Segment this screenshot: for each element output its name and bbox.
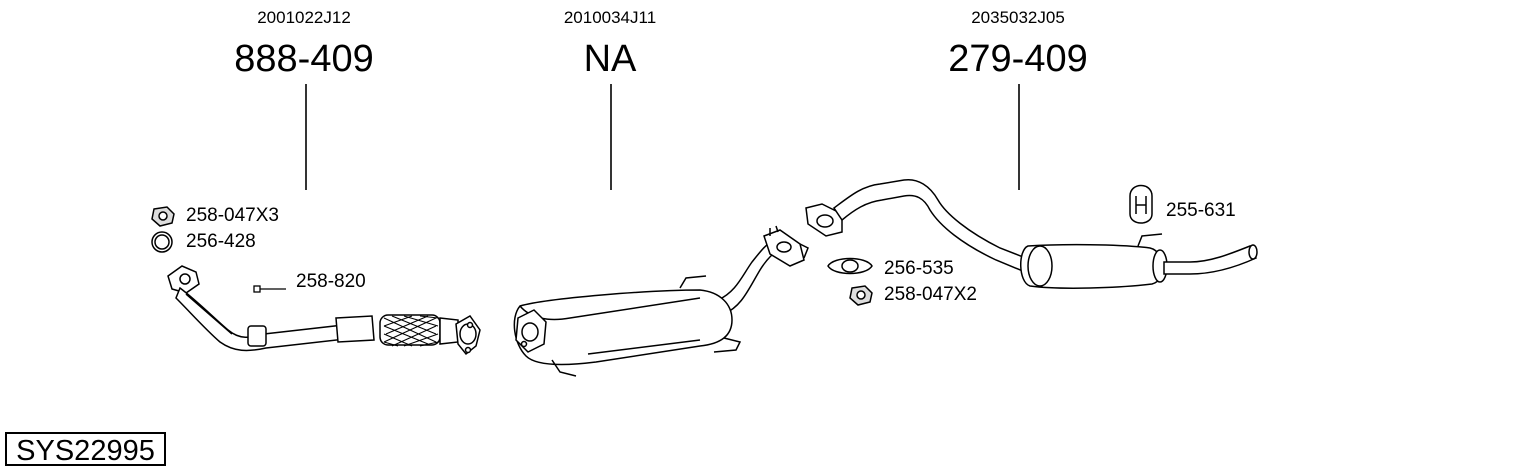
rear-silencer: [805, 178, 1258, 289]
label-bolt: 258-820: [296, 271, 366, 292]
part-number-rear: 279-409: [948, 38, 1088, 80]
nut-258-047x3-drawing: [151, 206, 175, 227]
ring-256-428-drawing: [151, 231, 173, 253]
gasket-256-535-drawing: [827, 257, 873, 275]
nut-258-047x2-drawing: [849, 285, 873, 306]
label-nut-right: 258-047X2: [884, 284, 977, 305]
part-number-front: 888-409: [234, 38, 374, 80]
label-hanger: 255-631: [1166, 200, 1236, 221]
oem-number-rear: 2035032J05: [971, 8, 1065, 27]
label-gasket: 256-535: [884, 258, 954, 279]
oem-number-front: 2001022J12: [257, 8, 351, 27]
hanger-255-631-drawing: [1129, 184, 1153, 224]
system-id-box: SYS22995: [5, 432, 166, 467]
middle-silencer: [513, 225, 809, 377]
bolt-258-820: [253, 285, 286, 293]
label-ring: 256-428: [186, 231, 256, 252]
front-pipe: [167, 265, 481, 356]
part-number-middle: NA: [583, 38, 637, 80]
label-nut-left: 258-047X3: [186, 205, 279, 226]
oem-number-middle: 2010034J11: [563, 8, 657, 27]
